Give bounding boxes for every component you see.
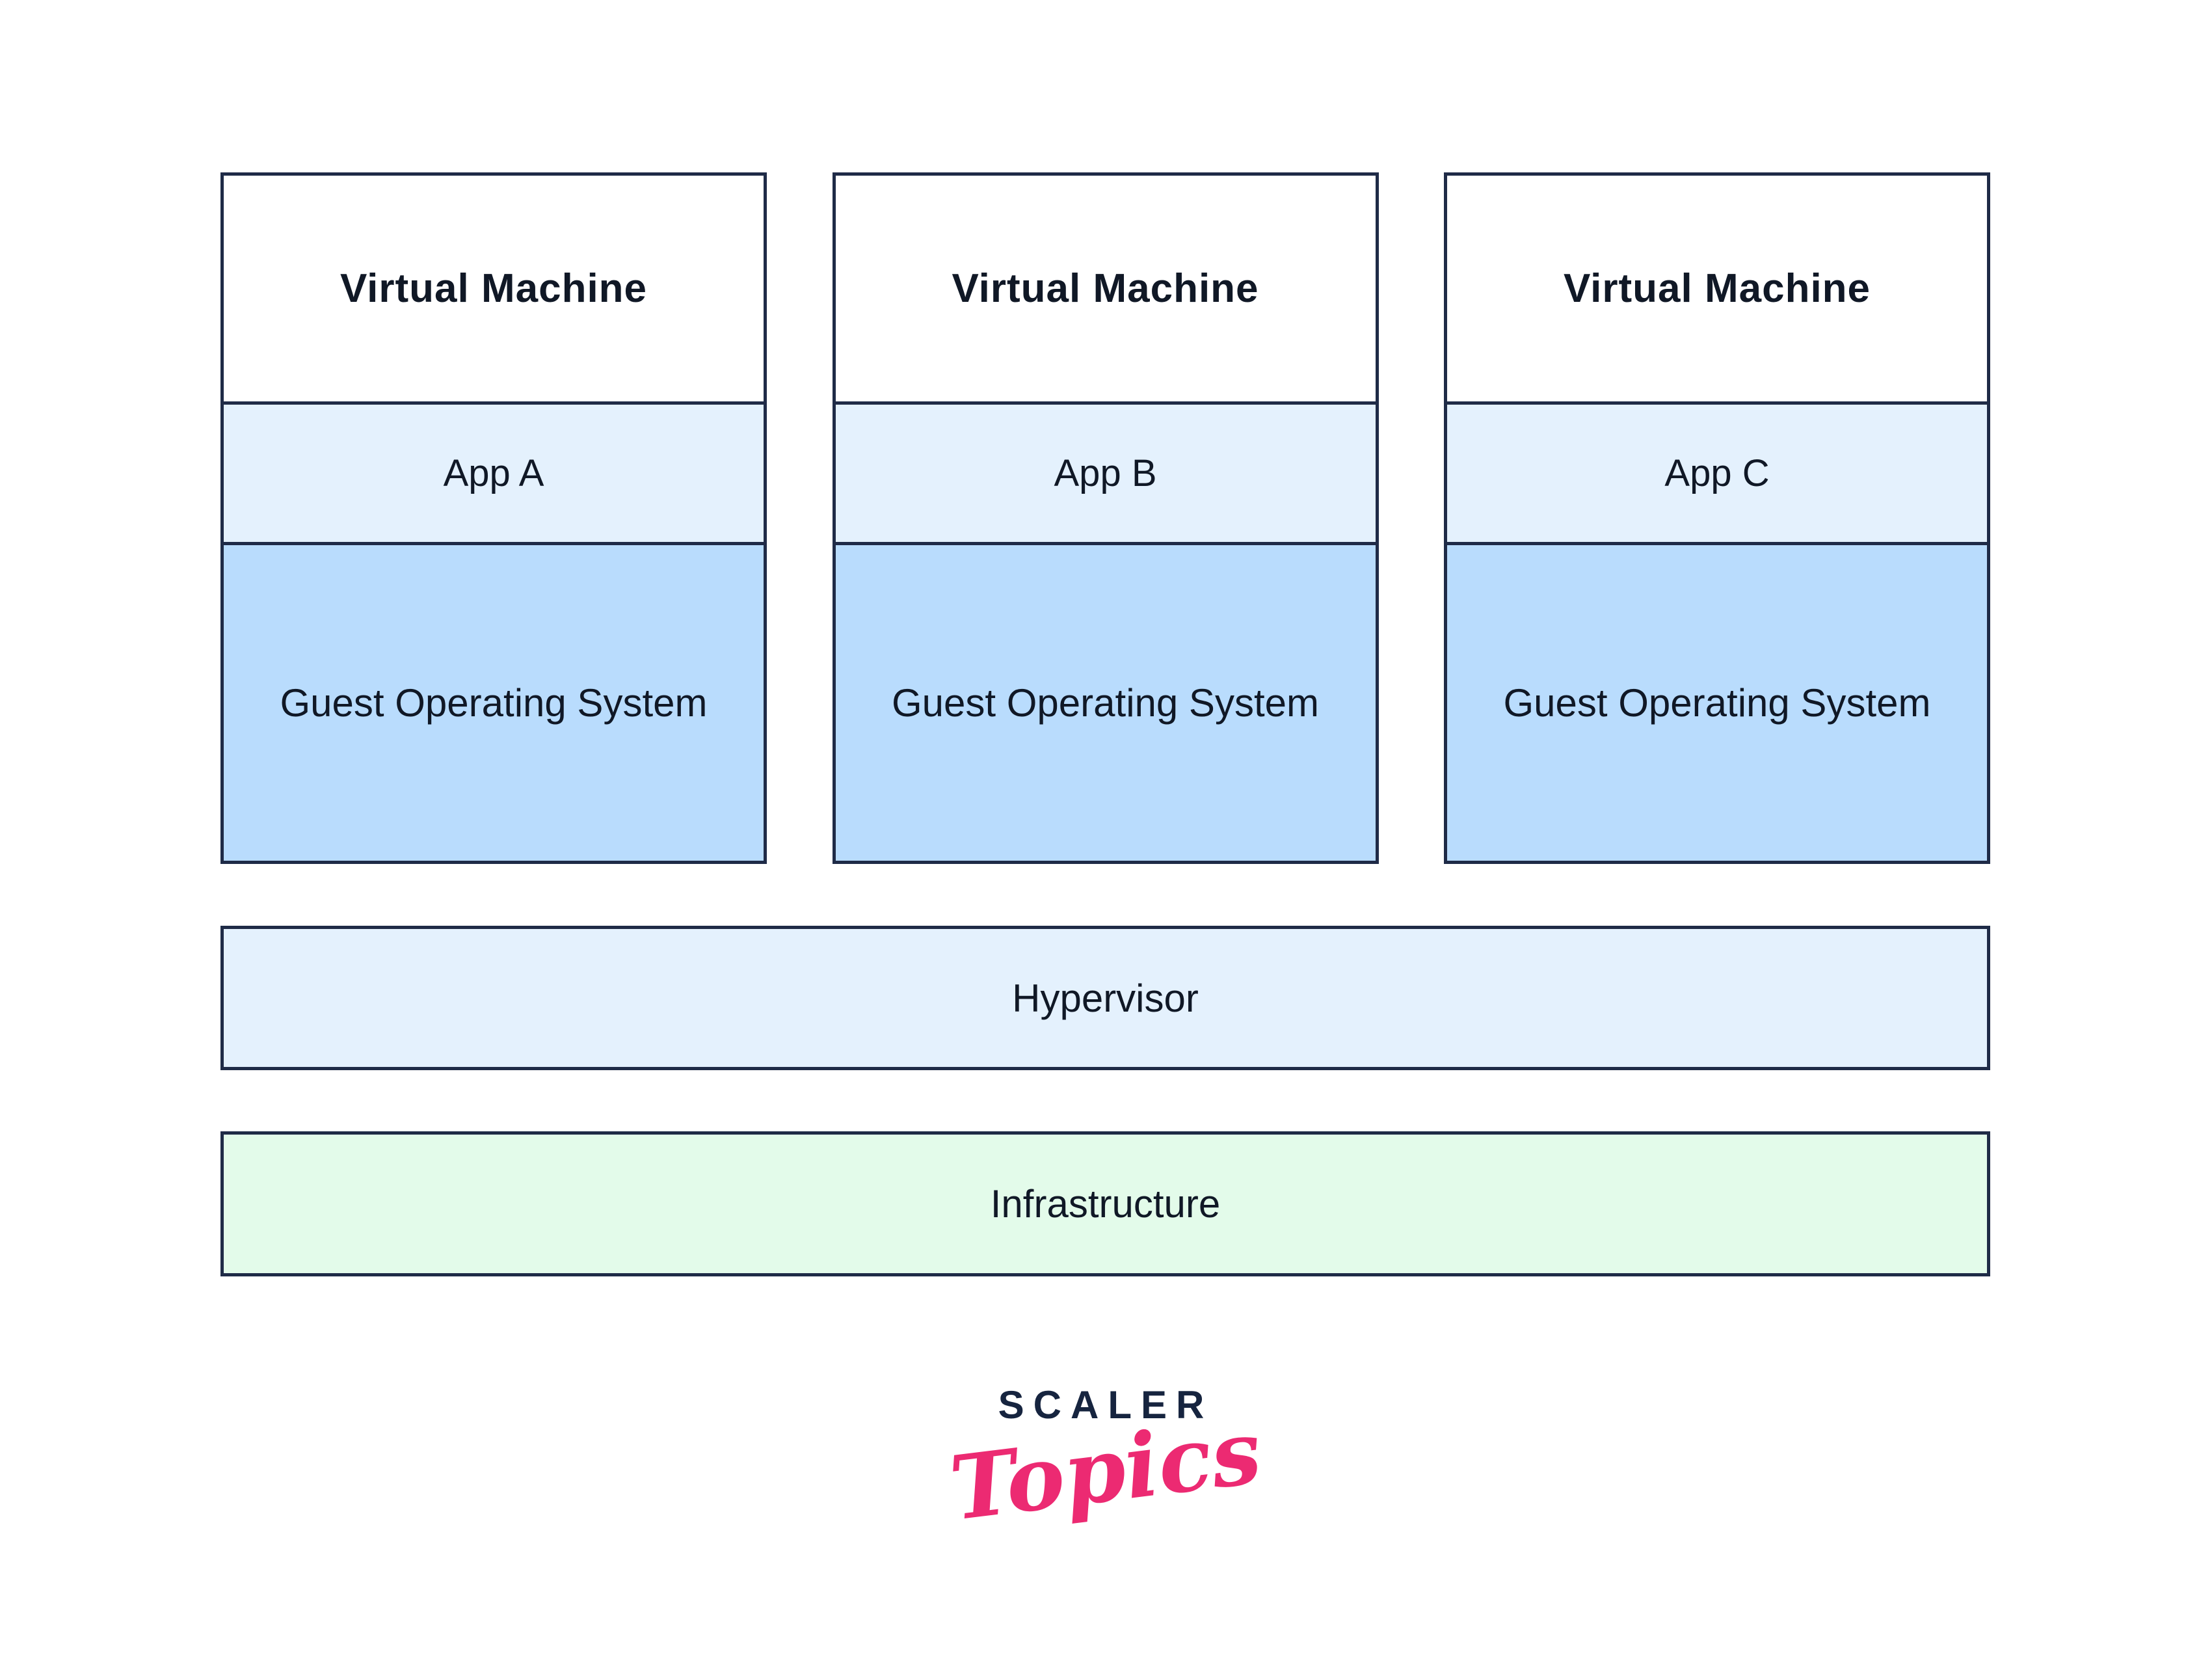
vm-box-3: Virtual Machine App C Guest Operating Sy… [1444,172,1990,864]
hypervisor-bar: Hypervisor [220,926,1990,1070]
vm-app-label: App C [1664,452,1770,494]
vm-guest-os-label: Guest Operating System [1503,681,1931,725]
vm-app-band: App A [224,401,764,542]
infrastructure-label: Infrastructure [990,1182,1221,1226]
logo-brand-text: SCALER [998,1383,1214,1427]
vm-row: Virtual Machine App A Guest Operating Sy… [220,172,1990,864]
vm-app-label: App B [1054,452,1157,494]
infrastructure-bar: Infrastructure [220,1131,1990,1276]
vm-guest-os-band: Guest Operating System [835,542,1376,861]
vm-app-band: App B [835,401,1376,542]
hypervisor-label: Hypervisor [1012,976,1199,1020]
vm-guest-os-band: Guest Operating System [1447,542,1987,861]
vm-title-label: Virtual Machine [1563,266,1871,311]
scaler-topics-logo: SCALER Topics [911,1382,1301,1541]
vm-box-1: Virtual Machine App A Guest Operating Sy… [220,172,767,864]
vm-title: Virtual Machine [1447,176,1987,401]
vm-guest-os-label: Guest Operating System [280,681,708,725]
vm-app-label: App A [443,452,544,494]
vm-guest-os-label: Guest Operating System [892,681,1319,725]
vm-title: Virtual Machine [224,176,764,401]
vm-title: Virtual Machine [835,176,1376,401]
vm-guest-os-band: Guest Operating System [224,542,764,861]
vm-app-band: App C [1447,401,1987,542]
vm-title-label: Virtual Machine [952,266,1259,311]
vm-box-2: Virtual Machine App B Guest Operating Sy… [832,172,1379,864]
vm-title-label: Virtual Machine [340,266,648,311]
